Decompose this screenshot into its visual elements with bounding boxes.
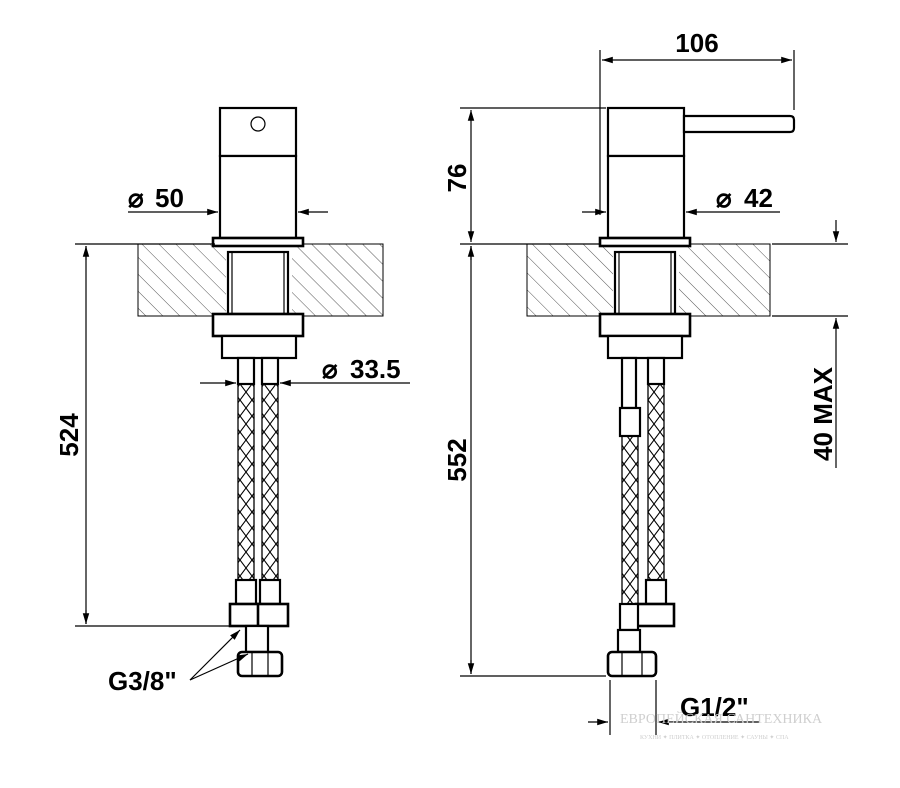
hose-left-1 <box>237 383 255 581</box>
hose-right-1 <box>621 435 639 605</box>
svg-text:КУХНИ ✦ ПЛИТКА ✦ ОТОПЛЕНИЕ ✦ С: КУХНИ ✦ ПЛИТКА ✦ ОТОПЛЕНИЕ ✦ САУНЫ ✦ СПА <box>640 734 789 741</box>
thread-fitting-left <box>236 650 284 678</box>
diameter-symbol: ⌀ <box>322 354 338 384</box>
dim-diameter-42: 42 <box>744 183 773 213</box>
dim-diameter-50: 50 <box>155 183 184 213</box>
diameter-symbol: ⌀ <box>128 183 144 213</box>
hose-right-2 <box>647 383 665 581</box>
diameter-symbol: ⌀ <box>716 183 732 213</box>
mixer-body <box>218 154 298 240</box>
mixer-body-side <box>606 106 686 158</box>
watermark: ЕВРОПЕЙСКАЯ САНТЕХНИКА КУХНИ ✦ ПЛИТКА ✦ … <box>620 710 823 741</box>
side-view: 106 76 ⌀ 42 552 40 MAX G1/2" <box>442 28 848 735</box>
dim-width-106: 106 <box>675 28 718 58</box>
svg-text:ЕВРОПЕЙСКАЯ САНТЕХНИКА: ЕВРОПЕЙСКАЯ САНТЕХНИКА <box>620 710 823 727</box>
lever-handle <box>682 114 796 134</box>
dim-diameter-33-5: 33.5 <box>350 354 401 384</box>
mixer-head <box>218 106 298 158</box>
thread-label-g3-8: G3/8" <box>108 666 177 696</box>
front-view: ⌀ 50 ⌀ 33.5 524 G3/8" <box>54 106 410 696</box>
handle-hole-icon <box>250 116 266 132</box>
hose-left-2 <box>261 383 279 581</box>
dim-height-76: 76 <box>442 164 472 193</box>
thread-fitting-right <box>606 650 658 678</box>
thread-label-g1-2: G1/2" <box>680 692 749 722</box>
dim-height-552: 552 <box>442 438 472 481</box>
dim-height-524: 524 <box>54 413 84 457</box>
fixing-nut <box>211 312 305 338</box>
shank <box>226 250 290 316</box>
dim-deck-40-max: 40 MAX <box>808 366 838 461</box>
